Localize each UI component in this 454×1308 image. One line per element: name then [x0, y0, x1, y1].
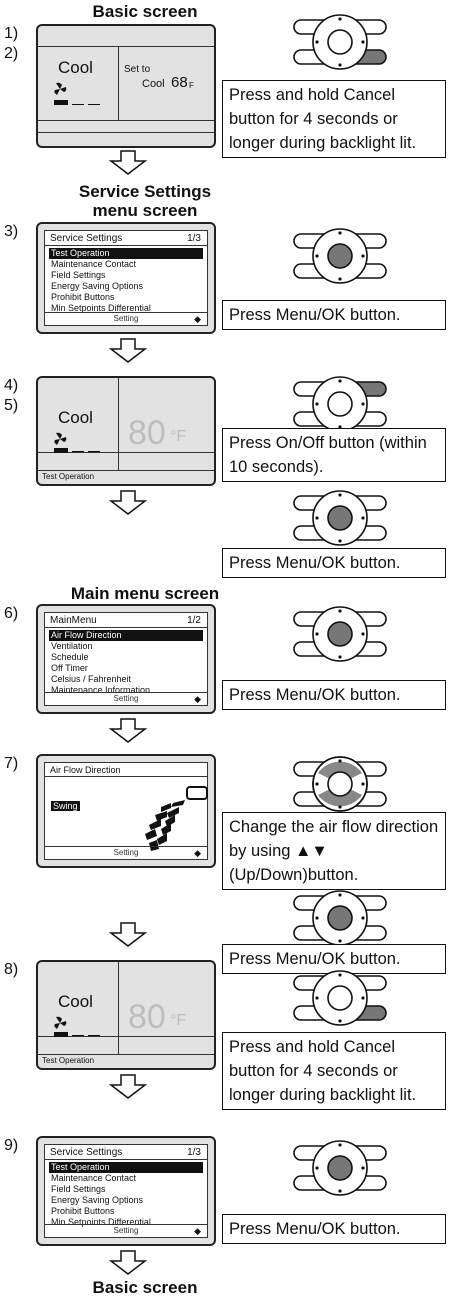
- set-unit: F: [189, 81, 194, 90]
- instruction-box: Press On/Off button (within 10 seconds).: [222, 428, 446, 482]
- down-arrow: [108, 1250, 148, 1275]
- step-9: 9): [4, 1137, 19, 1154]
- menu-item-maintenance-contact[interactable]: Maintenance Contact: [51, 1173, 137, 1183]
- instruction-box: Press Menu/OK button.: [222, 1214, 446, 1244]
- menu-item-min-setpoints[interactable]: Min Setpoints Differential: [51, 303, 151, 313]
- menu-title: Service Settings: [50, 1147, 123, 1158]
- down-arrow: [108, 490, 148, 515]
- step-8: 8): [4, 961, 19, 978]
- down-arrow: [108, 718, 148, 743]
- remote-cancel-highlight-icon: [293, 970, 387, 1026]
- menu-footer: Setting: [113, 694, 139, 703]
- remote-menu-ok-highlight-icon: [293, 490, 387, 546]
- instruction-box: Press Menu/OK button.: [222, 680, 446, 710]
- fan-icon: [52, 432, 68, 451]
- menu-title: Service Settings: [50, 233, 123, 244]
- up-down-icon: ◆: [194, 314, 201, 324]
- main-menu-lcd: MainMenu 1/2 Air Flow Direction Ventilati…: [36, 604, 216, 714]
- remote-menu-ok-highlight-icon: [293, 1140, 387, 1196]
- basic-screen-lcd: Cool Set to Cool 68 F: [36, 24, 216, 148]
- menu-title: MainMenu: [50, 615, 97, 626]
- menu-item-prohibit-buttons[interactable]: Prohibit Buttons: [51, 292, 115, 302]
- menu-item-off-timer[interactable]: Off Timer: [51, 663, 88, 673]
- set-temp: 68: [171, 74, 188, 91]
- menu-item-ventilation[interactable]: Ventilation: [51, 641, 93, 651]
- remote-up-down-highlight-icon: [293, 756, 387, 812]
- test-operation-footer: Test Operation: [42, 472, 95, 481]
- menu-item-air-flow-direction[interactable]: Air Flow Direction: [49, 630, 203, 641]
- menu-page: 1/2: [187, 615, 201, 626]
- remote-menu-ok-highlight-icon: [293, 606, 387, 662]
- current-temp: 80: [128, 998, 166, 1036]
- temp-unit: °F: [170, 1012, 187, 1029]
- menu-item-test-operation[interactable]: Test Operation: [49, 248, 203, 259]
- air-flow-direction-lcd: Air Flow Direction Swing Settin: [36, 754, 216, 868]
- mode-label: Cool: [58, 58, 93, 77]
- service-settings-lcd: Service Settings 1/3 Test Operation Maint…: [36, 222, 216, 334]
- remote-cancel-highlight-icon: [293, 14, 387, 70]
- heading-service-settings-line2: menu screen: [92, 201, 198, 220]
- menu-item-maintenance-contact[interactable]: Maintenance Contact: [51, 259, 137, 269]
- temp-unit: °F: [170, 428, 187, 445]
- air-flow-swing-icon: [113, 785, 213, 860]
- down-arrow: [108, 338, 148, 363]
- remote-menu-ok-highlight-icon: [293, 228, 387, 284]
- step-6: 6): [4, 605, 19, 622]
- up-down-icon: ◆: [194, 848, 201, 858]
- menu-item-test-operation[interactable]: Test Operation: [49, 1162, 203, 1173]
- heading-main-menu: Main menu screen: [70, 584, 220, 603]
- step-7: 7): [4, 755, 19, 772]
- set-mode-label: Cool: [142, 78, 165, 90]
- instruction-box: Press Menu/OK button.: [222, 300, 446, 330]
- down-arrow: [108, 1074, 148, 1099]
- instruction-box: Press Menu/OK button.: [222, 944, 446, 974]
- instruction-box: Press and hold Cancel button for 4 secon…: [222, 1032, 446, 1110]
- test-operation-lcd: Cool 80 °F Test Operation: [36, 376, 216, 486]
- menu-page: 1/3: [187, 233, 201, 244]
- step-1: 1): [4, 25, 19, 42]
- fan-icon: [52, 82, 68, 101]
- service-settings-lcd-2: Service Settings 1/3 Test Operation Maint…: [36, 1136, 216, 1246]
- step-4: 4): [4, 377, 19, 394]
- airflow-title: Air Flow Direction: [50, 765, 121, 775]
- menu-item-energy-saving[interactable]: Energy Saving Options: [51, 1195, 144, 1205]
- step-3: 3): [4, 223, 19, 240]
- instruction-box: Change the air flow direction by using ▲…: [222, 812, 446, 890]
- menu-item-energy-saving[interactable]: Energy Saving Options: [51, 281, 144, 291]
- remote-menu-ok-highlight-icon: [293, 890, 387, 946]
- step-2: 2): [4, 45, 19, 62]
- menu-item-schedule[interactable]: Schedule: [51, 652, 89, 662]
- menu-item-field-settings[interactable]: Field Settings: [51, 270, 106, 280]
- menu-page: 1/3: [187, 1147, 201, 1158]
- heading-basic-screen: Basic screen: [92, 2, 198, 21]
- step-5: 5): [4, 397, 19, 414]
- menu-item-celsius-fahrenheit[interactable]: Celsius / Fahrenheit: [51, 674, 132, 684]
- instruction-box: Press Menu/OK button.: [222, 548, 446, 578]
- up-down-icon: ◆: [194, 694, 201, 704]
- mode-label: Cool: [58, 992, 93, 1011]
- swing-option[interactable]: Swing: [51, 801, 80, 811]
- mode-label: Cool: [58, 408, 93, 427]
- menu-item-field-settings[interactable]: Field Settings: [51, 1184, 106, 1194]
- menu-item-min-setpoints[interactable]: Min Setpoints Differential: [51, 1217, 151, 1227]
- down-arrow: [108, 150, 148, 175]
- heading-basic-screen-end: Basic screen: [92, 1278, 198, 1297]
- airflow-footer: Setting: [113, 848, 139, 857]
- down-arrow: [108, 922, 148, 947]
- set-to-label: Set to: [124, 64, 151, 75]
- menu-footer: Setting: [113, 1226, 139, 1235]
- current-temp: 80: [128, 414, 166, 452]
- menu-footer: Setting: [113, 314, 139, 323]
- up-down-icon: ◆: [194, 1226, 201, 1236]
- menu-item-maintenance-info[interactable]: Maintenance Information: [51, 685, 151, 695]
- test-operation-lcd-2: Cool 80 °F Test Operation: [36, 960, 216, 1070]
- fan-icon: [52, 1016, 68, 1035]
- heading-service-settings: Service Settings: [78, 182, 212, 201]
- test-operation-footer: Test Operation: [42, 1056, 95, 1065]
- instruction-box: Press and hold Cancel button for 4 secon…: [222, 80, 446, 158]
- remote-onoff-highlight-icon: [293, 376, 387, 432]
- menu-item-prohibit-buttons[interactable]: Prohibit Buttons: [51, 1206, 115, 1216]
